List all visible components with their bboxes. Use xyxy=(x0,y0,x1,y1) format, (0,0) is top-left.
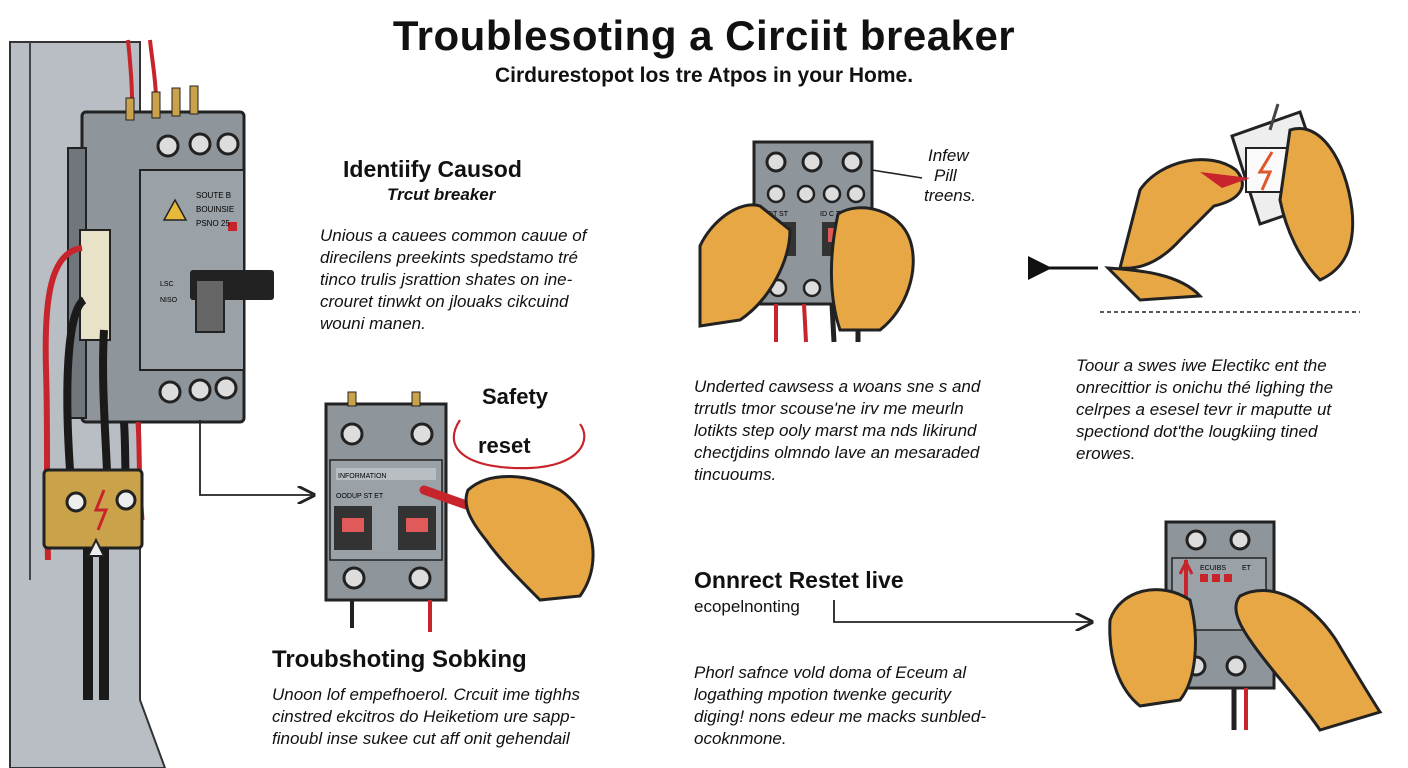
bottom-terminal-block xyxy=(42,468,144,700)
electric-line: onrecittior is onichu thé lighing the xyxy=(1076,378,1334,397)
inspect-note-line: treens. xyxy=(924,186,976,205)
reset-line: diging! nons edeur me macks sunbled- xyxy=(694,707,986,726)
inspect-note: Infew Pill treens. xyxy=(924,146,976,206)
side-wiring xyxy=(42,229,145,561)
connector-arrow-2 xyxy=(833,600,1090,622)
electric-line: Toour a swes iwe Electikc ent the xyxy=(1076,356,1327,375)
main-breaker: SOUTE B BOUINSIE PSNO 25 LSC NISO xyxy=(67,85,274,424)
reset-breaker: ECUIBS ET xyxy=(1108,520,1383,732)
wall-panel xyxy=(9,41,167,768)
reset-breaker-label-2: ET xyxy=(1242,565,1252,572)
troubleshooting-heading: Troubshoting Sobking xyxy=(272,646,527,673)
hand-with-probe xyxy=(419,474,595,602)
identify-text: Unious a cauees common cauue of direcile… xyxy=(320,225,587,335)
electric-text: Toour a swes iwe Electikc ent the onreci… xyxy=(1076,355,1333,465)
device-hands xyxy=(1104,103,1355,302)
inspect-breaker-label-1: LDT ST xyxy=(764,211,789,218)
reset-breaker-label-1: ECUIBS xyxy=(1200,565,1226,572)
electric-line: spectiond dot'the lougkiing tined xyxy=(1076,422,1318,441)
middle-breaker: INFORMATION OODUP ST ET xyxy=(324,391,448,632)
inspect-breaker-label-2: ID C TT xyxy=(820,211,845,218)
page-title: Troublesoting a Circiit breaker xyxy=(392,12,1016,59)
safety-label: Safety xyxy=(482,384,549,409)
middle-breaker-row-label: OODUP ST ET xyxy=(336,493,384,500)
main-breaker-label-3: PSNO 25 xyxy=(196,219,230,228)
electric-line: erowes. xyxy=(1076,444,1136,463)
main-breaker-label-2: BOUINSIE xyxy=(196,205,234,214)
reset-subheading: ecopelnonting xyxy=(694,597,800,616)
reset-line: ocoknmone. xyxy=(694,729,787,748)
identify-line: crouret tinwkt on jlouaks cikcuind xyxy=(320,292,569,311)
reset-text: Phorl safnce vold doma of Eceum al logat… xyxy=(694,662,986,750)
main-breaker-side-label-1: LSC xyxy=(160,281,174,288)
inspect-line: lotikts step ooly marst ma nds likirund xyxy=(694,421,977,440)
main-breaker-label-1: SOUTE B xyxy=(196,191,231,200)
main-breaker-side-label-2: NISO xyxy=(160,297,178,304)
identify-subheading: Trcut breaker xyxy=(387,185,496,204)
inspect-line: chectjdins olmndo lave an mesaraded xyxy=(694,443,980,462)
inspect-text: Underted cawsess a woans sne s and trrut… xyxy=(694,376,980,486)
reset-line: logathing mpotion twenke gecurity xyxy=(694,685,952,704)
inspect-note-line: Pill xyxy=(934,166,957,185)
inspect-line: Underted cawsess a woans sne s and xyxy=(694,377,981,396)
identify-line: Unious a cauees common cauue of xyxy=(320,226,587,245)
troubleshooting-line: cinstred ekcitros do Heiketiom ure sapp- xyxy=(272,707,576,726)
electric-line: celrpes a esesel tevr ir maputte ut xyxy=(1076,400,1332,419)
identify-heading: Identiify Causod xyxy=(343,156,522,182)
inspect-note-line: Infew xyxy=(928,146,969,165)
reset-label: reset xyxy=(478,433,531,458)
inspect-line: trrutls tmor scouse'ne irv me meurln xyxy=(694,399,964,418)
troubleshooting-text: Unoon lof empefhoerol. Crcuit ime tighhs… xyxy=(272,684,580,750)
reset-line: Phorl safnce vold doma of Eceum al xyxy=(694,663,967,682)
page-subtitle: Cirdurestopot los tre Atpos in your Home… xyxy=(494,64,914,87)
identify-line: direcilens preekints spedstamo tré xyxy=(320,248,578,267)
connector-arrow-1 xyxy=(199,420,312,495)
troubleshooting-line: finoubl inse sukee cut aff onit gehendai… xyxy=(272,729,570,748)
identify-line: wouni manen. xyxy=(320,314,426,333)
inspect-breaker: LDT ST ID C TT xyxy=(698,140,923,343)
reset-heading: Onnrect Restet live xyxy=(694,567,904,593)
troubleshooting-line: Unoon lof empefhoerol. Crcuit ime tighhs xyxy=(272,685,581,704)
inspect-line: tincuoums. xyxy=(694,465,777,484)
identify-line: tinco trulis jsrattion shates on ine- xyxy=(320,270,573,289)
middle-breaker-top-label: INFORMATION xyxy=(338,473,386,480)
